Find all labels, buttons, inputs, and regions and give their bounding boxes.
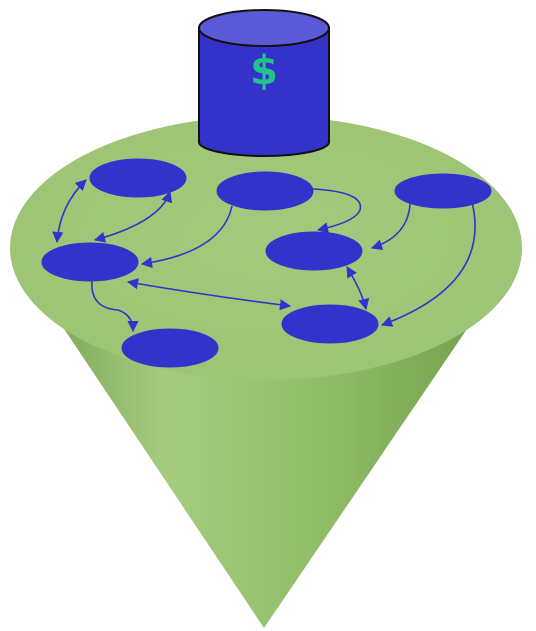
- nodes-layer: [41, 158, 492, 368]
- edge-n5-n7: [346, 266, 370, 311]
- dollar-icon: $: [250, 48, 278, 94]
- graph-node-n7: [281, 304, 379, 344]
- edge-n1-n4-b: [93, 190, 173, 243]
- graph-node-n1: [89, 158, 187, 198]
- edge-n4-n8: [91, 280, 139, 333]
- graph-node-n4: [41, 242, 139, 282]
- graph-node-n5: [265, 231, 363, 271]
- edge-n1-n4: [52, 179, 87, 244]
- graph-node-n3: [394, 173, 492, 209]
- graph-node-n8: [121, 328, 219, 368]
- database-body: [198, 27, 330, 157]
- graph-node-n2: [216, 171, 314, 211]
- edge-n4-n7: [126, 278, 292, 311]
- edge-n2-n4: [140, 205, 233, 269]
- database-cylinder: $: [198, 9, 330, 157]
- edges-layer: [52, 179, 476, 333]
- edge-n3-n5: [370, 203, 411, 251]
- edge-n3-n7: [380, 201, 476, 327]
- edge-n2-n5: [312, 188, 362, 234]
- database-top: [198, 9, 330, 47]
